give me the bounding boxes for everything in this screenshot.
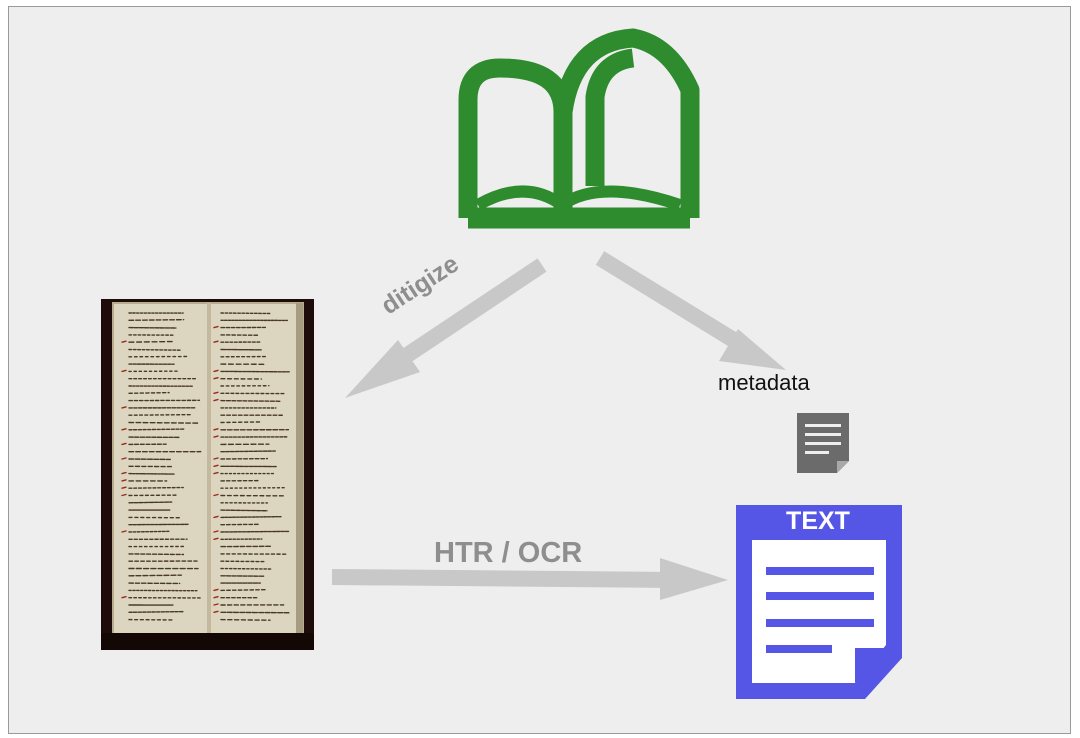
document-lines-icon <box>797 413 849 473</box>
ocr-arrow <box>331 569 676 588</box>
manuscript-page-image <box>101 299 314 650</box>
ocr-arrowhead <box>660 558 728 600</box>
text-document-label: TEXT <box>786 507 850 535</box>
metadata-arrowhead <box>719 329 786 370</box>
digitize-arrow <box>380 258 547 377</box>
digitize-arrowhead <box>345 340 420 398</box>
open-book-icon <box>458 28 700 229</box>
metadata-arrow <box>595 251 750 354</box>
text-document-icon <box>736 505 902 699</box>
arrows <box>331 251 786 600</box>
metadata-label: metadata <box>718 370 810 395</box>
htr-ocr-label: HTR / OCR <box>434 537 583 569</box>
